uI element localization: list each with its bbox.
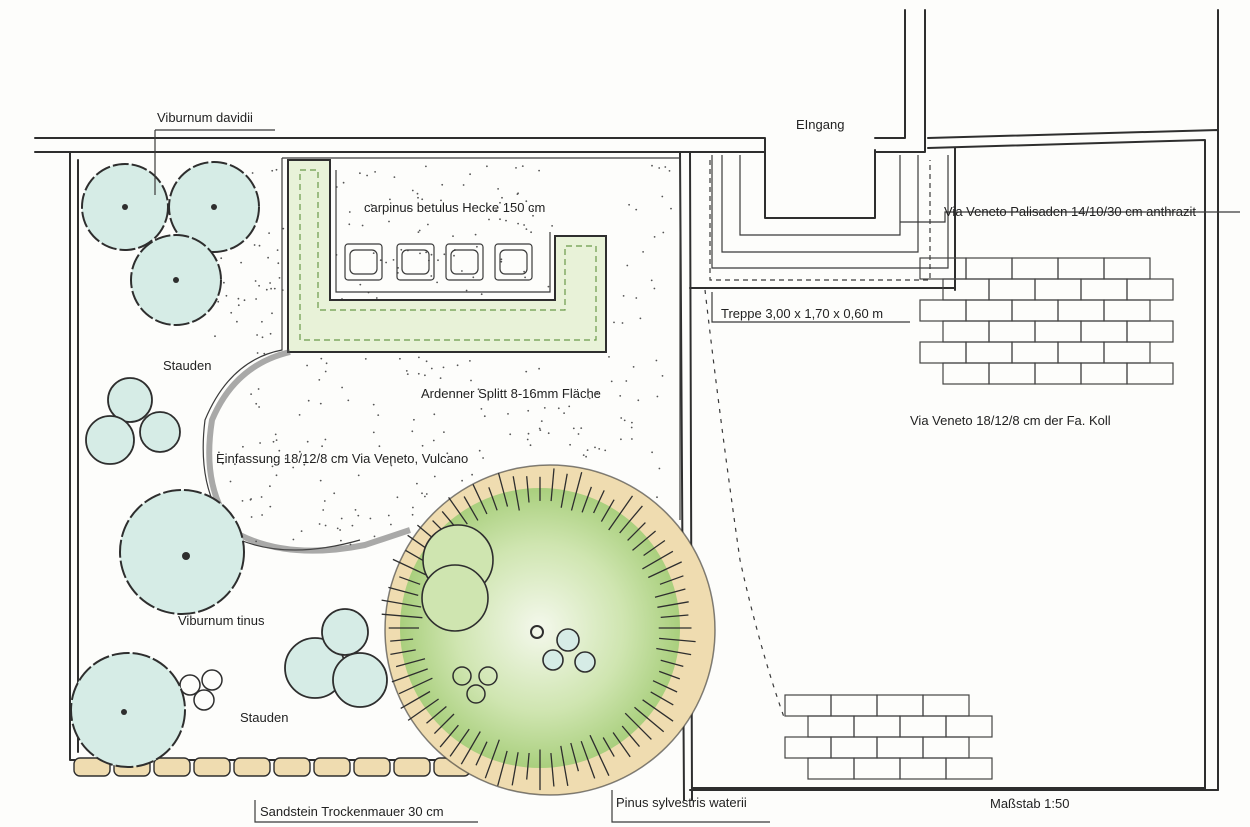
path-edge (704, 289, 786, 721)
hornbeam-hedge (287, 159, 607, 353)
paving-bricks-top (919, 257, 1174, 385)
label-entrance: EIngang (796, 117, 844, 132)
shrub-viburnum-davidii (81, 161, 260, 326)
label-wall: Sandstein Trockenmauer 30 cm (260, 804, 444, 819)
shrub-viburnum-tinus (119, 489, 245, 615)
shrub-bottom-left (70, 652, 186, 768)
label-palisades: Via Veneto Palisaden 14/10/30 cm anthraz… (944, 204, 1196, 219)
label-perennials-bottom: Stauden (240, 710, 288, 725)
perennials-bottom (179, 608, 388, 711)
label-edging: Einfassung 18/12/8 cm Via Veneto, Vulcan… (216, 451, 468, 466)
house-walls (34, 9, 1219, 791)
leader-lines (154, 129, 1240, 823)
label-pine: Pinus sylvestris waterii (616, 795, 747, 810)
label-stairs: Treppe 3,00 x 1,70 x 0,60 m (721, 306, 883, 321)
label-viburnum-tinus: Viburnum tinus (178, 613, 265, 628)
entrance-steps (689, 149, 956, 289)
label-hedge: carpinus betulus Hecke 150 cm (364, 200, 545, 215)
seating (344, 243, 533, 281)
paving-bricks-bottom (784, 694, 993, 780)
pine-tree (381, 464, 716, 796)
label-scale: Maßstab 1:50 (990, 796, 1070, 811)
edging-curve (206, 349, 411, 554)
label-gravel: Ardenner Splitt 8-16mm Fläche (421, 386, 601, 401)
label-perennials-top: Stauden (163, 358, 211, 373)
label-viburnum-davidii: Viburnum davidii (157, 110, 253, 125)
label-paving: Via Veneto 18/12/8 cm der Fa. Koll (910, 413, 1111, 428)
gravel-area (202, 157, 681, 551)
perennials-top (85, 377, 181, 465)
